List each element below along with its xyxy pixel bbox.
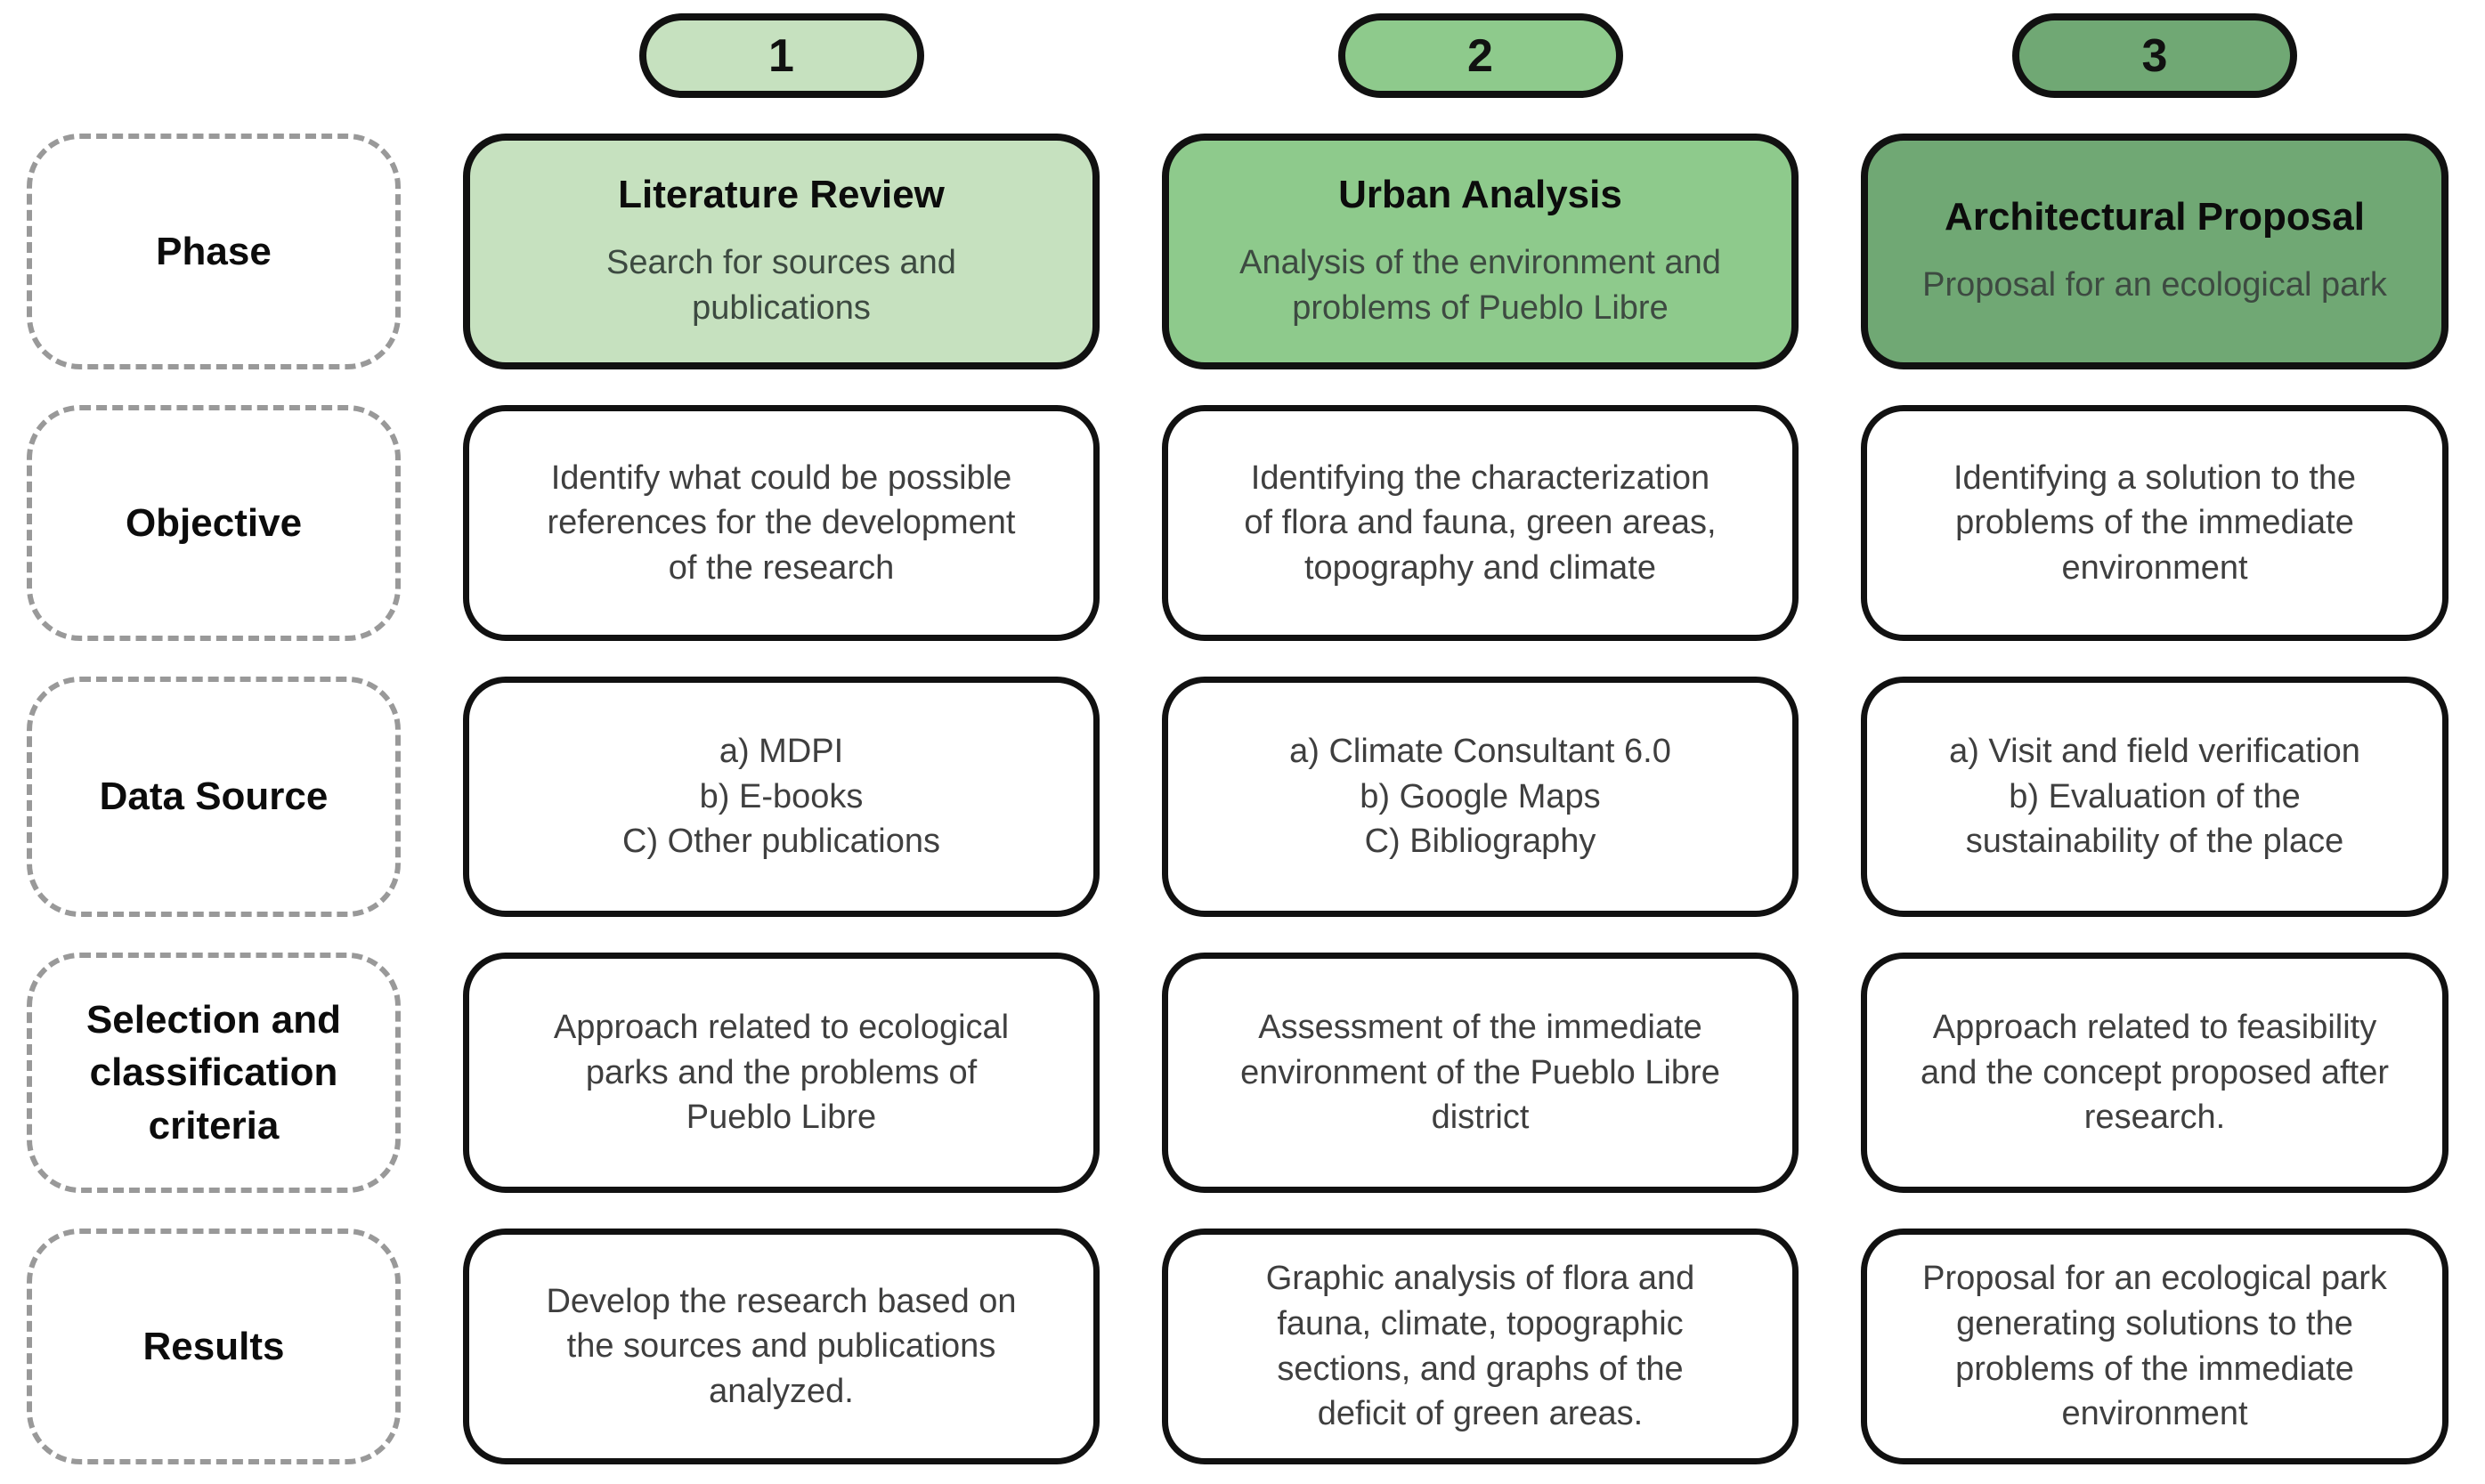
row-label-results-text: Results [142, 1324, 285, 1368]
objective-text-col2: Identifying the characterization of flor… [1244, 458, 1717, 587]
criteria-text-col1: Approach related to ecological parks and… [553, 1009, 1010, 1137]
phase-subtitle-3: Proposal for an ecological park [1922, 266, 2387, 304]
row-label-criteria-text: Selection and classification criteria [85, 997, 342, 1147]
row-label-data-source: Data Source [27, 677, 401, 917]
criteria-text-col2: Assessment of the immediate environment … [1240, 1009, 1720, 1137]
phase-box-architectural-proposal: Architectural Proposal Proposal for an e… [1861, 134, 2448, 369]
results-box-col2: Graphic analysis of flora and fauna, cli… [1162, 1229, 1799, 1464]
phase-subtitle-2: Analysis of the environment and problems… [1239, 244, 1721, 327]
row-label-data-source-text: Data Source [99, 774, 329, 819]
phase-number-pill-2: 2 [1337, 13, 1623, 98]
phase-box-urban-analysis: Urban Analysis Analysis of the environme… [1162, 134, 1799, 369]
phase-number-pill-3: 3 [2012, 13, 2297, 98]
pill-row-spacer [27, 13, 401, 98]
objective-box-col1: Identify what could be possible referenc… [463, 405, 1100, 641]
objective-box-col2: Identifying the characterization of flor… [1162, 405, 1799, 641]
row-label-phase: Phase [27, 134, 401, 369]
criteria-box-col3: Approach related to feasibility and the … [1861, 953, 2448, 1193]
row-label-results: Results [27, 1229, 401, 1464]
results-text-col1: Develop the research based on the source… [546, 1282, 1017, 1410]
data-source-text-col1: a) MDPI b) E-books C) Other publications [622, 733, 940, 861]
data-source-box-col1: a) MDPI b) E-books C) Other publications [463, 677, 1100, 917]
phase-title-3: Architectural Proposal [1945, 195, 2365, 239]
criteria-text-col3: Approach related to feasibility and the … [1920, 1009, 2390, 1137]
data-source-box-col3: a) Visit and field verification b) Evalu… [1861, 677, 2448, 917]
objective-text-col3: Identifying a solution to the problems o… [1953, 458, 2357, 587]
row-label-criteria: Selection and classification criteria [27, 953, 401, 1193]
results-text-col3: Proposal for an ecological park generati… [1922, 1260, 2387, 1433]
data-source-box-col2: a) Climate Consultant 6.0 b) Google Maps… [1162, 677, 1799, 917]
objective-box-col3: Identifying a solution to the problems o… [1861, 405, 2448, 641]
phase-subtitle-1: Search for sources and publications [606, 244, 956, 327]
pill-cell-3: 3 [1861, 13, 2448, 98]
row-label-objective-text: Objective [125, 500, 303, 545]
criteria-box-col2: Assessment of the immediate environment … [1162, 953, 1799, 1193]
data-source-text-col2: a) Climate Consultant 6.0 b) Google Maps… [1289, 733, 1671, 861]
pill-cell-2: 2 [1162, 13, 1799, 98]
row-label-objective: Objective [27, 405, 401, 641]
results-box-col1: Develop the research based on the source… [463, 1229, 1100, 1464]
data-source-text-col3: a) Visit and field verification b) Evalu… [1949, 733, 2360, 861]
results-box-col3: Proposal for an ecological park generati… [1861, 1229, 2448, 1464]
results-text-col2: Graphic analysis of flora and fauna, cli… [1265, 1260, 1695, 1433]
objective-text-col1: Identify what could be possible referenc… [547, 458, 1016, 587]
phase-title-1: Literature Review [618, 173, 945, 217]
phase-title-2: Urban Analysis [1338, 173, 1622, 217]
phase-box-literature-review: Literature Review Search for sources and… [463, 134, 1100, 369]
phase-number-pill-1: 1 [638, 13, 924, 98]
row-label-phase-text: Phase [156, 229, 272, 273]
pill-cell-1: 1 [463, 13, 1100, 98]
criteria-box-col1: Approach related to ecological parks and… [463, 953, 1100, 1193]
